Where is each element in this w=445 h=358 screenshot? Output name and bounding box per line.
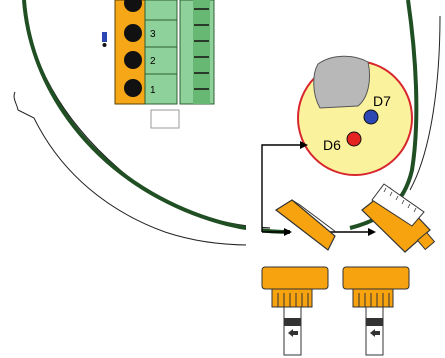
gray-component (313, 55, 371, 109)
pin-1 (194, 8, 209, 10)
left-arrow-marker-icon (370, 329, 375, 337)
rib-4 (401, 199, 405, 205)
terminal-screw-3 (124, 24, 142, 42)
rib-2 (389, 191, 393, 197)
connector-pins (194, 8, 209, 90)
part-ribbed-cap (416, 231, 436, 251)
gland-left-arrow-tail (293, 331, 298, 335)
arrow-right-icon (284, 228, 292, 236)
indicator-led (102, 32, 107, 42)
terminal-strip (144, 0, 178, 105)
rib-3 (395, 195, 399, 201)
terminal-screw-1 (124, 79, 142, 97)
terminal-number-2: 2 (150, 56, 156, 67)
terminal-screw-2 (124, 51, 142, 69)
part-ribbed-top (371, 183, 425, 227)
led-label-d6: D6 (323, 137, 341, 153)
gland-left-cap (261, 266, 329, 290)
pin-3 (194, 40, 209, 42)
pin-4 (194, 56, 209, 58)
left-arrow-marker-icon (288, 329, 293, 337)
led-d6 (346, 131, 362, 147)
cable-gland-left (261, 266, 329, 356)
rib-6 (413, 207, 417, 213)
pin-5 (194, 72, 209, 74)
led-d7 (363, 109, 379, 125)
gland-right-cap (342, 266, 410, 290)
terminal-number-1: 1 (150, 85, 156, 96)
rib-1 (383, 187, 387, 193)
indicator-dot (102, 43, 107, 47)
gland-right-band (366, 318, 383, 326)
flow-line (261, 144, 300, 222)
led-label-d7: D7 (373, 93, 391, 109)
part-ribs (383, 187, 417, 213)
housing-ring (22, 0, 291, 234)
pin-2 (194, 24, 209, 26)
rib-5 (407, 203, 411, 209)
gland-left-teeth (277, 293, 309, 307)
part-flat-edge (291, 199, 337, 233)
cable-gland-right (342, 266, 410, 356)
part-flat (274, 199, 336, 251)
board-outline-box (150, 109, 180, 129)
housing-outer-line-right (409, 15, 441, 191)
pin-6 (194, 88, 209, 90)
gland-right-teeth (358, 293, 390, 307)
gland-right-arrow-tail (375, 331, 380, 335)
terminal-screw-4 (124, 0, 142, 12)
arrow-right-icon (368, 228, 376, 236)
arrow-right-icon (300, 141, 308, 149)
housing-outer-line (13, 91, 251, 246)
housing-gap (246, 200, 262, 255)
gland-left-band (284, 318, 301, 326)
terminal-number-3: 3 (150, 29, 156, 40)
